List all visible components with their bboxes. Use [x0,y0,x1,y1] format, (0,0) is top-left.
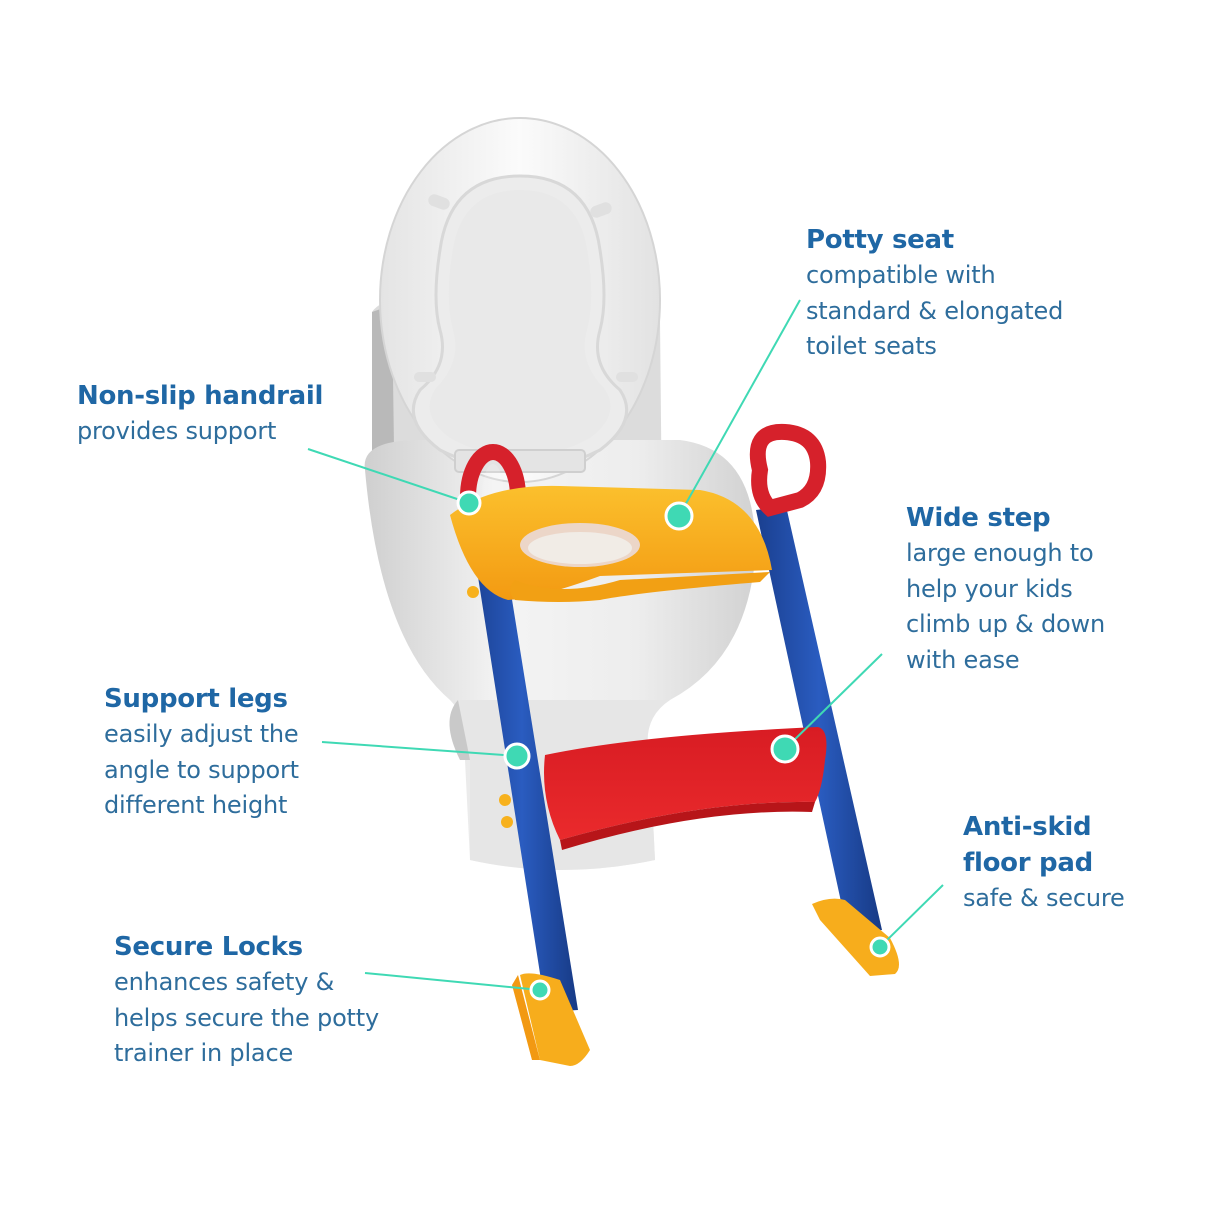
floor-pad-right [812,898,899,976]
callout-title: Potty seat [806,225,954,255]
callout-description: safe & secure [963,881,1125,917]
dot-potty-seat [664,501,694,531]
callout-description: easily adjust the angle to support diffe… [104,717,299,824]
desc-line: compatible with [806,261,996,289]
desc-line: safe & secure [963,884,1125,912]
callout-potty-seat: Potty seat compatible with standard & el… [806,222,1063,365]
callout-title: Support legs [104,684,288,714]
desc-line: helps secure the potty [114,1003,379,1032]
callout-handrail: Non-slip handrail provides support [77,378,323,450]
dot-handrail [456,490,482,516]
callout-title: Secure Locks [114,932,303,962]
handrail-right [749,423,827,517]
dot-wide-step [770,734,800,764]
callout-floor-pad: Anti-skid floor pad safe & secure [963,809,1125,917]
dot-secure-locks [529,979,551,1001]
callout-description: large enough to help your kids climb up … [906,536,1105,678]
desc-line: enhances safety & [114,968,335,996]
desc-line: toilet seats [806,332,937,360]
potty-seat [450,485,772,602]
desc-line: standard & elongated [806,296,1064,325]
desc-line: climb up & down [906,610,1105,638]
callout-secure-locks: Secure Locks enhances safety & helps sec… [114,929,379,1072]
dot-support-legs [503,742,531,770]
leader-lines [307,299,944,991]
callout-description: enhances safety & helps secure the potty… [114,965,379,1072]
desc-line: easily adjust the [104,720,299,748]
wide-step [544,727,827,850]
support-leg-right [756,506,882,934]
desc-line: large enough to [906,539,1094,567]
desc-line: provides support [77,417,277,445]
desc-line: trainer in place [114,1039,294,1067]
desc-line: different height [104,791,288,819]
callout-description: compatible with standard & elongated toi… [806,258,1063,365]
callout-title: Wide step [906,503,1051,533]
desc-line: help your kids [906,574,1073,603]
dot-floor-pad [869,936,891,958]
callout-wide-step: Wide step large enough to help your kids… [906,500,1105,678]
desc-line: with ease [906,645,1020,674]
callout-title: Anti-skid floor pad [963,809,1125,881]
title-line: floor pad [963,848,1093,878]
callout-support-legs: Support legs easily adjust the angle to … [104,681,299,824]
callout-description: provides support [77,414,323,450]
callout-title: Non-slip handrail [77,381,324,411]
callout-dots [456,490,891,1001]
desc-line: angle to support [104,755,299,784]
title-line: Anti-skid [963,812,1092,842]
floor-pad-left [512,973,590,1066]
